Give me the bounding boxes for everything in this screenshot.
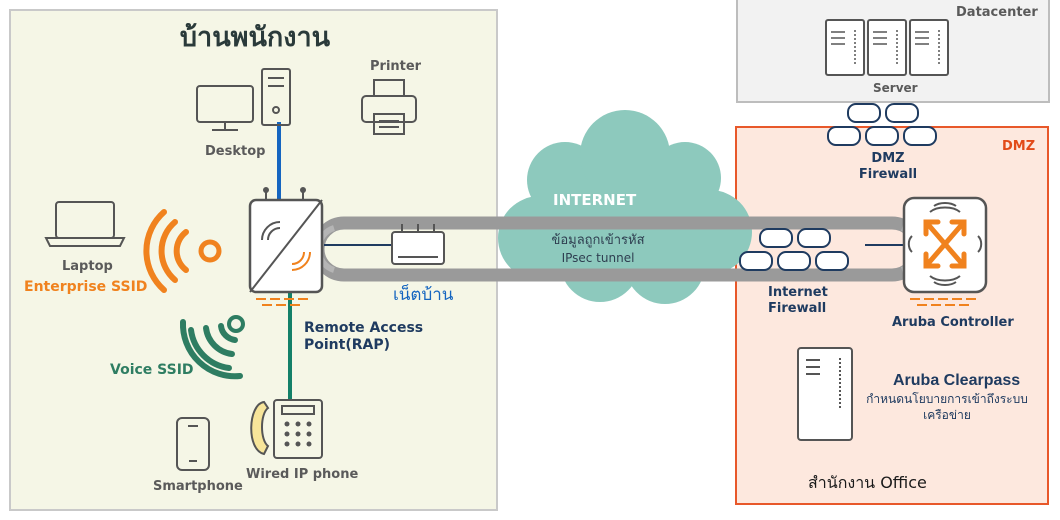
dmz-label: DMZ [1002, 139, 1036, 154]
internet-firewall-line2: Firewall [768, 301, 827, 316]
desktop-label: Desktop [205, 144, 266, 159]
clearpass-title: Aruba Clearpass [893, 372, 1021, 389]
access-point-icon [248, 187, 324, 306]
smartphone-icon [176, 417, 210, 471]
wifi-icon [179, 315, 245, 380]
office-label: สำนักงาน Office [808, 473, 927, 492]
laptop-icon [44, 201, 126, 247]
printer-label: Printer [370, 59, 422, 74]
tunnel-label-line1: ข้อมูลถูกเข้ารหัส [551, 233, 645, 248]
clearpass-icon [797, 347, 853, 441]
voice-ssid-label: Voice SSID [110, 362, 194, 378]
firewall-icon [827, 103, 937, 146]
desktop-icon [196, 68, 291, 131]
controller-icon [902, 196, 988, 306]
firewall-icon [739, 228, 849, 271]
internet-label: INTERNET [553, 191, 637, 209]
clearpass-desc-line2: เครือข่าย [923, 408, 971, 422]
enterprise-ssid-label: Enterprise SSID [24, 279, 148, 295]
laptop-label: Laptop [62, 259, 113, 274]
dmz-zone [735, 126, 1049, 505]
internet-firewall-line1: Internet [768, 285, 828, 300]
dmz-firewall-line1: DMZ [871, 151, 905, 166]
wifi-icon [143, 209, 222, 293]
rap-label-line2: Point(RAP) [304, 337, 391, 353]
ip-phone-label: Wired IP phone [246, 467, 359, 482]
home-title: บ้านพนักงาน [179, 22, 331, 53]
home-internet-label: เน็ตบ้าน [393, 285, 454, 305]
router-icon [391, 224, 445, 265]
server-label: Server [873, 81, 918, 95]
rap-label-line1: Remote Access [304, 320, 424, 336]
server-icon [825, 19, 949, 76]
controller-label: Aruba Controller [892, 315, 1014, 330]
dmz-firewall-line2: Firewall [858, 167, 918, 182]
clearpass-desc-line1: กำหนดนโยบายการเข้าถึงระบบ [866, 392, 1028, 406]
printer-icon [361, 79, 417, 135]
smartphone-label: Smartphone [153, 479, 243, 494]
datacenter-label: Datacenter [956, 5, 1038, 20]
tunnel-label-line2: IPsec tunnel [561, 251, 635, 265]
ip-phone-icon [250, 399, 323, 459]
